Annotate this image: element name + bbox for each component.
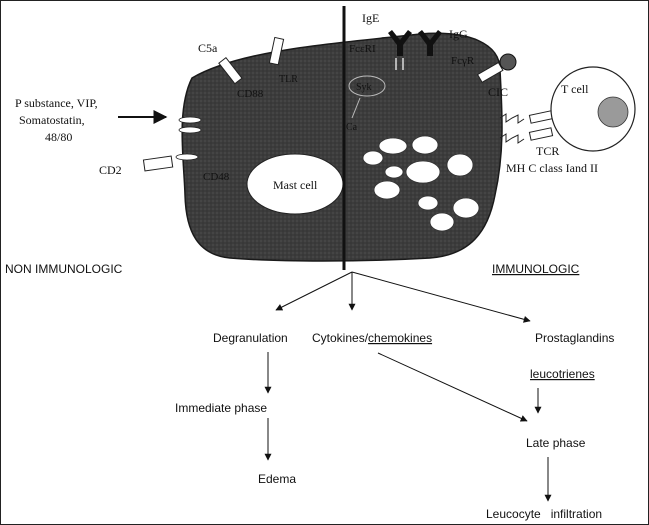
c5a-label: C5a xyxy=(198,41,218,55)
granule xyxy=(384,165,404,179)
stimulus-line-3: 48/80 xyxy=(45,130,72,144)
igg-label: IgG xyxy=(449,27,468,41)
arrow-to-prostaglandins xyxy=(351,271,531,323)
t-cell: T cell xyxy=(550,66,636,152)
receptor-c5a-group: C5a xyxy=(198,41,243,85)
cd48-label: CD48 xyxy=(203,171,230,183)
mhc-receptor xyxy=(499,133,525,144)
arrow-to-degranulation xyxy=(275,271,353,311)
cd48-receptor xyxy=(175,153,199,161)
granule xyxy=(417,195,439,211)
cic-group: CIC xyxy=(476,53,517,99)
mast-cell-label: Mast cell xyxy=(273,178,318,192)
tcr-receptor xyxy=(528,110,554,124)
late-phase-label: Late phase xyxy=(526,436,586,450)
surface-receptors-left xyxy=(178,116,202,134)
igg-antibody xyxy=(418,30,442,56)
mast-cell: Mast cell xyxy=(181,32,503,262)
receptor-cd48-group: CD2 CD48 xyxy=(99,153,230,183)
cd2-receptor xyxy=(142,155,174,172)
surface-receptor xyxy=(178,116,202,124)
leucotrienes-label: leucotrienes xyxy=(530,367,595,381)
cic-receptor xyxy=(476,61,504,84)
granules xyxy=(362,135,480,232)
ige-label: IgE xyxy=(362,11,379,25)
stimulus-line-2: Somatostatin, xyxy=(19,113,85,127)
tlr-label: TLR xyxy=(279,74,298,85)
granule xyxy=(362,150,384,166)
prostaglandins-label: Prostaglandins xyxy=(535,331,614,345)
t-cell-label: T cell xyxy=(561,82,589,96)
t-cell-nucleus xyxy=(597,96,629,128)
ige-receptor-group: IgE FcεRI xyxy=(349,11,412,70)
immediate-phase-label: Immediate phase xyxy=(175,401,267,415)
tcr-receptor xyxy=(528,127,554,141)
arrow-cytokines-to-late-phase xyxy=(377,352,528,422)
ige-antibody xyxy=(388,30,412,56)
granule xyxy=(429,212,455,232)
c5a-receptor xyxy=(218,56,243,85)
mhc-label: MH C class Iand II xyxy=(506,161,598,175)
flow-arrows xyxy=(264,271,552,502)
granule xyxy=(378,137,408,155)
edema-label: Edema xyxy=(258,472,296,486)
ca-arrow xyxy=(351,97,361,119)
stimulus-line-1: P substance, VIP, xyxy=(15,96,98,110)
immune-complex xyxy=(499,53,517,71)
cic-label: CIC xyxy=(488,85,508,99)
syk-label: Syk xyxy=(356,82,372,93)
cd88-label: CD88 xyxy=(237,88,264,100)
ca-label: Ca xyxy=(346,122,358,133)
surface-receptor xyxy=(178,126,202,134)
granule xyxy=(446,153,474,177)
t-cell-body xyxy=(550,66,636,152)
tcr-label: TCR xyxy=(536,144,559,158)
receptor-tlr-group: TLR CD88 xyxy=(237,36,298,100)
granule xyxy=(373,180,401,200)
fcgr-label: FcγR xyxy=(451,55,475,67)
igg-receptor-group: IgG FcγR xyxy=(418,27,475,67)
non-immunologic-label: NON IMMUNOLOGIC xyxy=(5,262,123,276)
immunologic-label: IMMUNOLOGIC xyxy=(492,262,580,276)
syk-signal xyxy=(348,75,386,97)
granule xyxy=(452,197,480,219)
mhc-receptor xyxy=(499,113,525,124)
mhc-contacts xyxy=(499,110,554,144)
granule xyxy=(411,135,439,155)
cytokines-label: Cytokines/chemokines xyxy=(312,331,432,345)
tlr-receptor xyxy=(268,36,285,66)
fceri-label: FcεRI xyxy=(349,43,376,55)
degranulation-label: Degranulation xyxy=(213,331,288,345)
granule xyxy=(405,160,441,184)
cd2-label: CD2 xyxy=(99,163,122,177)
